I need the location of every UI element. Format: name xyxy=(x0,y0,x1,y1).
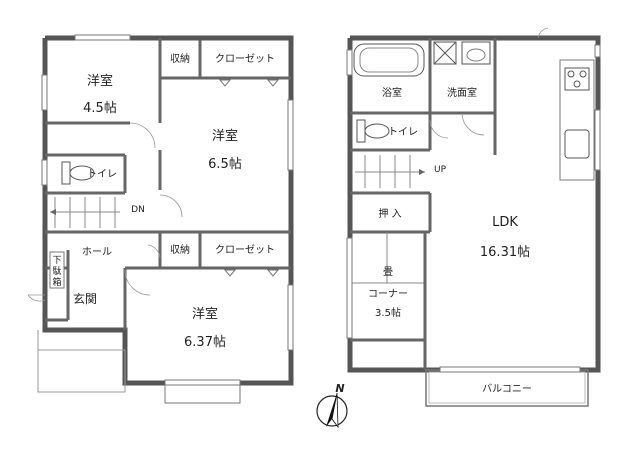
floor1-plan: 洋室 4.5帖 収納 クローゼット 洋室 6.5帖 トイレ DN ホール 収納 … xyxy=(27,34,294,404)
shoe-box-char-2: 駄 xyxy=(52,265,61,277)
shoe-box-char-1: 下 xyxy=(52,256,61,266)
washroom-label: 洗面室 xyxy=(447,86,477,99)
tatami-label-1: 畳 xyxy=(383,266,393,278)
room-youshitsu-ne-name: 洋室 xyxy=(212,128,238,144)
room-youshitsu-nw-name: 洋室 xyxy=(87,73,113,89)
storage-1-label: 収納 xyxy=(170,52,190,65)
tatami-label-2: コーナー xyxy=(368,288,408,300)
room-youshitsu-s-size: 6.37帖 xyxy=(184,335,226,350)
entrance-label: 玄関 xyxy=(73,291,97,306)
compass-label: N xyxy=(335,382,344,395)
floor1-stairs-label: DN xyxy=(131,205,145,215)
room-youshitsu-ne-size: 6.5帖 xyxy=(208,157,242,172)
compass: N xyxy=(316,382,348,429)
bath-label: 浴室 xyxy=(382,86,402,99)
floor1-toilet-fixture xyxy=(61,161,95,185)
tatami-size: 3.5帖 xyxy=(375,306,401,319)
ldk-size: 16.31帖 xyxy=(480,245,530,260)
tatami-mats xyxy=(350,232,425,284)
oshiire-label: 押 入 xyxy=(378,207,401,220)
room-youshitsu-s-name: 洋室 xyxy=(192,306,218,322)
kitchen-counter xyxy=(559,59,595,181)
shoe-box-char-3: 箱 xyxy=(52,276,61,288)
floor2-toilet-fixture xyxy=(356,119,390,143)
floor2-stairs-label: UP xyxy=(434,165,447,175)
floor1-stairs xyxy=(50,197,120,228)
room-youshitsu-nw-size: 4.5帖 xyxy=(83,101,117,116)
closet-1-label: クローゼット xyxy=(215,53,275,65)
closet-2-label: クローゼット xyxy=(215,244,275,256)
storage-2-label: 収納 xyxy=(170,243,190,256)
floor2-stairs xyxy=(355,155,425,188)
hall-label: ホール xyxy=(82,246,112,258)
ldk-name: LDK xyxy=(492,215,518,230)
floor2-plan: 浴室 洗面室 トイレ UP 押 入 畳 コーナー 3.5帖 LDK 16.31帖… xyxy=(346,27,601,407)
bathtub xyxy=(353,43,425,77)
balcony-label: バルコニー xyxy=(482,383,532,395)
north-arrow-icon xyxy=(326,393,337,427)
floor1-toilet-label: トイレ xyxy=(87,169,117,180)
shoe-box-label: 下 駄 箱 xyxy=(49,251,65,289)
floor2-toilet-label: トイレ xyxy=(388,127,418,138)
